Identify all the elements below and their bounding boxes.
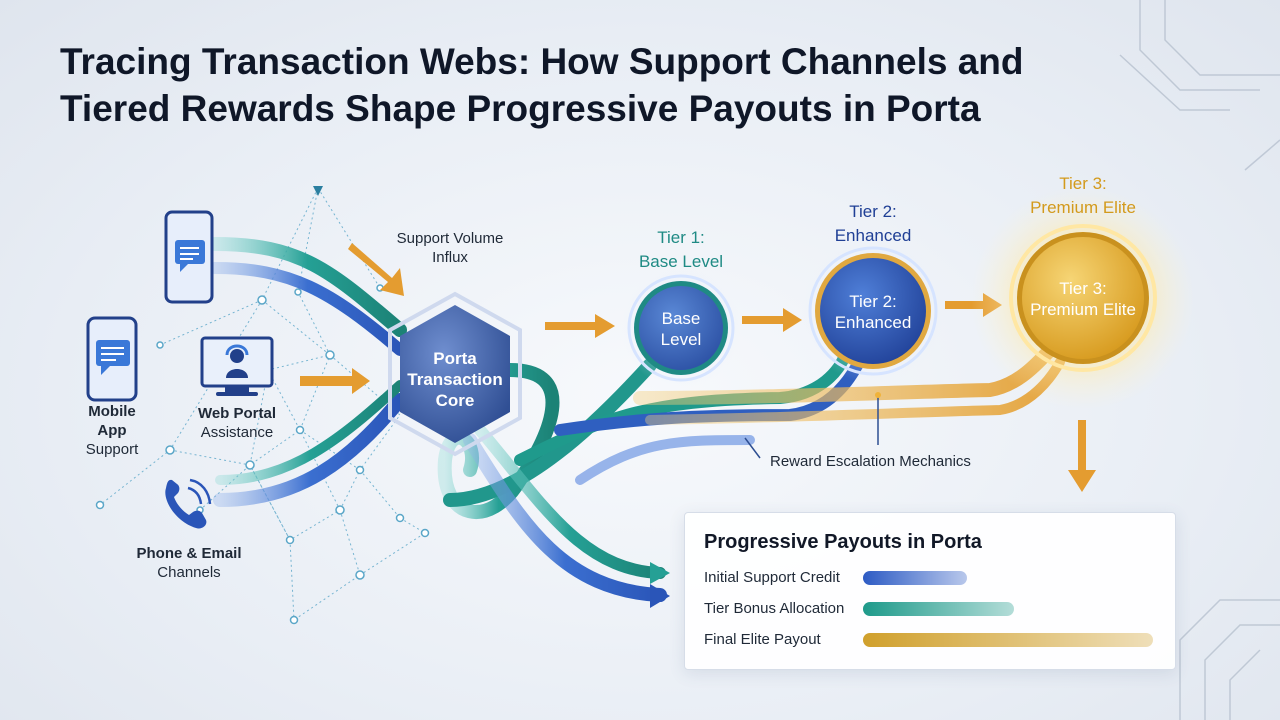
tier-2-circle (801, 239, 945, 383)
tier-2-inner-label: Tier 2: Enhanced (823, 291, 923, 333)
mobile-label-line-3: Support (85, 441, 139, 458)
tier-1-heading-line-2: Base Level (638, 252, 724, 271)
payout-row-label: Final Elite Payout (704, 631, 821, 648)
payout-bar (863, 633, 1153, 647)
payouts-panel: Progressive Payouts in Porta Initial Sup… (684, 512, 1176, 670)
core-hexagon (388, 291, 522, 457)
tier-3-circle (971, 186, 1195, 410)
page-title: Tracing Transaction Webs: How Support Ch… (60, 38, 1160, 132)
phone-device-top-icon (164, 210, 214, 304)
payout-row-label: Tier Bonus Allocation (704, 600, 845, 617)
payout-row-tier-bonus: Tier Bonus Allocation (704, 599, 1164, 619)
payout-row-label: Initial Support Credit (704, 569, 840, 586)
circuit-decoration-top-right (1119, 0, 1280, 171)
influx-line-1: Support Volume (396, 230, 504, 247)
phone-handset-icon (165, 478, 212, 529)
mobile-label-line-2: App (97, 422, 127, 439)
tier-2-inner-line-1: Tier 2: (849, 292, 897, 311)
tier-1-circle (621, 268, 741, 388)
payout-bar (863, 571, 967, 585)
tier-3-inner-line-2: Premium Elite (1030, 300, 1136, 319)
title-line-1: Tracing Transaction Webs: How Support Ch… (60, 41, 1024, 82)
tier-3-inner-label: Tier 3: Premium Elite (1018, 278, 1148, 320)
escalation-dot (875, 392, 881, 398)
web-portal-label: Web Portal Assistance (186, 404, 288, 442)
ribbon-teal-top (208, 237, 407, 337)
core-line-1: Porta (433, 349, 477, 368)
tier-1-inner-label: Base Level (641, 308, 721, 350)
phone-label-line-2: Channels (157, 564, 221, 581)
reward-escalation-label: Reward Escalation Mechanics (770, 453, 971, 470)
payout-row-initial: Initial Support Credit (704, 568, 1164, 588)
ribbon-arrowheads (650, 562, 670, 608)
web-label-line-1: Web Portal (197, 405, 277, 422)
mobile-label-line-1: Mobile (88, 403, 136, 420)
tier-3-heading-line-1: Tier 3: (1059, 174, 1107, 193)
panel-title: Progressive Payouts in Porta (704, 531, 982, 553)
ribbon-blue-escalation (575, 435, 755, 485)
title-line-2: Tiered Rewards Shape Progressive Payouts… (60, 88, 981, 129)
tier-3-inner-line-1: Tier 3: (1059, 279, 1107, 298)
tier-1-heading-line-1: Tier 1: (657, 228, 705, 247)
payout-bar (863, 602, 1014, 616)
monitor-headset-icon (200, 336, 274, 396)
support-volume-influx-label: Support Volume Influx (380, 229, 520, 267)
ribbon-blue-top (209, 262, 406, 356)
tier-2-heading: Tier 2: Enhanced (803, 200, 943, 248)
tier-2-inner-line-2: Enhanced (834, 313, 912, 332)
ribbon-blue-low (213, 393, 407, 507)
influx-line-2: Influx (432, 249, 468, 266)
ribbon-teal-low (215, 380, 405, 485)
tier-2-heading-line-2: Enhanced (834, 226, 912, 245)
mobile-app-support-label: Mobile App Support (70, 402, 154, 459)
network-apex-marker (313, 186, 323, 196)
phone-label-line-1: Phone & Email (136, 545, 242, 562)
ribbon-blue-down-arrow (463, 433, 667, 602)
circuit-decoration-bottom-right (1179, 599, 1280, 720)
tier-3-heading: Tier 3: Premium Elite (1003, 172, 1163, 220)
tier-2-heading-line-1: Tier 2: (849, 202, 897, 221)
tier-1-inner-line-1: Base (661, 309, 701, 328)
tier-1-heading: Tier 1: Base Level (611, 226, 751, 274)
core-label: Porta Transaction Core (395, 348, 515, 411)
arrowhead-teal (650, 562, 670, 584)
mobile-app-icon (86, 316, 138, 402)
tier-1-inner-line-2: Level (660, 330, 702, 349)
escalation-connector (744, 395, 879, 459)
phone-email-label: Phone & Email Channels (124, 544, 254, 582)
ribbon-teal-down-arrow (474, 424, 666, 579)
tier-3-heading-line-2: Premium Elite (1030, 198, 1136, 217)
arrowhead-blue (650, 584, 670, 608)
web-label-line-2: Assistance (200, 424, 274, 441)
ribbon-teal-to-tier1 (443, 358, 657, 507)
payout-row-final: Final Elite Payout (704, 630, 1164, 650)
core-line-2: Transaction (407, 370, 503, 389)
core-line-3: Core (435, 391, 475, 410)
